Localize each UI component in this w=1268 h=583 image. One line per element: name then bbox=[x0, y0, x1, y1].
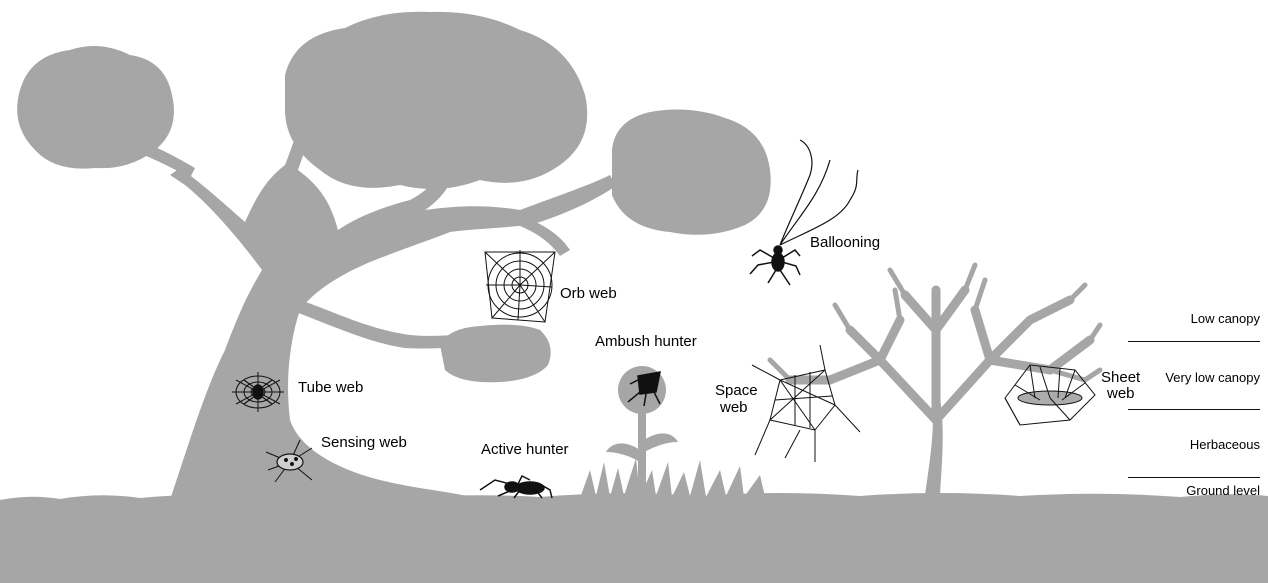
foliage-right bbox=[612, 110, 771, 235]
foliage-top bbox=[285, 12, 587, 189]
spider-icon bbox=[480, 476, 552, 498]
space-web-label-line2: web bbox=[720, 399, 748, 416]
tube-web-label: Tube web bbox=[298, 379, 363, 396]
layer-divider bbox=[1128, 477, 1260, 478]
layer-divider bbox=[1128, 409, 1260, 410]
grass-tufts bbox=[580, 458, 765, 498]
orb-web-label: Orb web bbox=[560, 285, 617, 302]
space-web-label-line1: Space bbox=[715, 382, 758, 399]
layer-label-very-low-canopy: Very low canopy bbox=[1165, 370, 1260, 385]
layer-label-low-canopy: Low canopy bbox=[1191, 311, 1260, 326]
spider-icon bbox=[750, 246, 800, 285]
flower-leaf-right bbox=[644, 433, 678, 452]
layer-divider bbox=[1128, 341, 1260, 342]
layer-label-herbaceous: Herbaceous bbox=[1190, 437, 1260, 452]
layer-label-ground-level: Ground level bbox=[1186, 483, 1260, 498]
flower-leaf-left bbox=[606, 443, 640, 462]
foliage-small bbox=[440, 325, 551, 383]
spider-icon bbox=[277, 454, 303, 470]
orb-web-icon bbox=[485, 250, 555, 322]
sensing-web-label: Sensing web bbox=[321, 434, 407, 451]
space-web-icon bbox=[752, 345, 860, 462]
ballooning-label: Ballooning bbox=[810, 234, 880, 251]
foliage-left bbox=[17, 46, 174, 169]
ballooning-silk bbox=[780, 140, 858, 245]
sheet-web-label-line2: web bbox=[1107, 385, 1135, 402]
ground-silhouette bbox=[0, 493, 1268, 583]
ambush-hunter-label: Ambush hunter bbox=[595, 333, 697, 350]
active-hunter-label: Active hunter bbox=[481, 441, 569, 458]
sheet-web-label-line1: Sheet bbox=[1101, 369, 1140, 386]
